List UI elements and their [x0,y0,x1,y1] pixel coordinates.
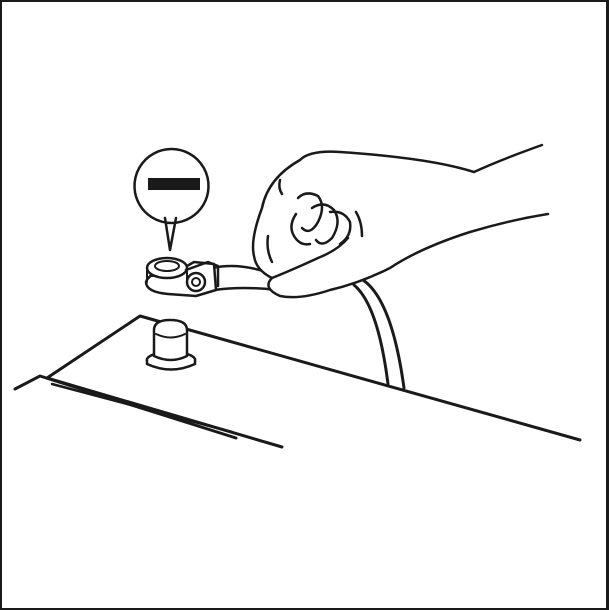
minus-symbol-icon [148,178,200,190]
finger-1 [296,192,324,233]
palm-line [266,234,274,264]
negative-callout [133,147,210,252]
cable-edge-left [352,283,390,386]
hand [251,143,550,299]
battery-top [13,314,582,449]
battery-post [145,318,197,371]
finger-2 [310,203,339,245]
clamp-bolt-housing [184,260,220,288]
battery-side-edge [13,374,238,440]
clamp-ring-inner [154,260,180,272]
hand-thumb [270,236,350,280]
cable [352,278,406,390]
clamp-bolt [185,271,207,293]
cable-edge-right [361,278,406,390]
post-cylinder [152,318,189,362]
finger-5 [354,210,364,238]
post-base-ring [145,357,197,371]
finger-4 [290,212,312,246]
knuckle-line [278,178,284,196]
post-top-rim [155,333,186,339]
callout-pointer [163,216,178,252]
battery-front-inner-edge [50,382,234,434]
finger-3 [328,210,352,246]
battery-top-edge [45,314,582,442]
terminal-clamp [144,256,278,298]
clamp-bolt-center [191,277,201,287]
hand-outline [251,143,550,299]
